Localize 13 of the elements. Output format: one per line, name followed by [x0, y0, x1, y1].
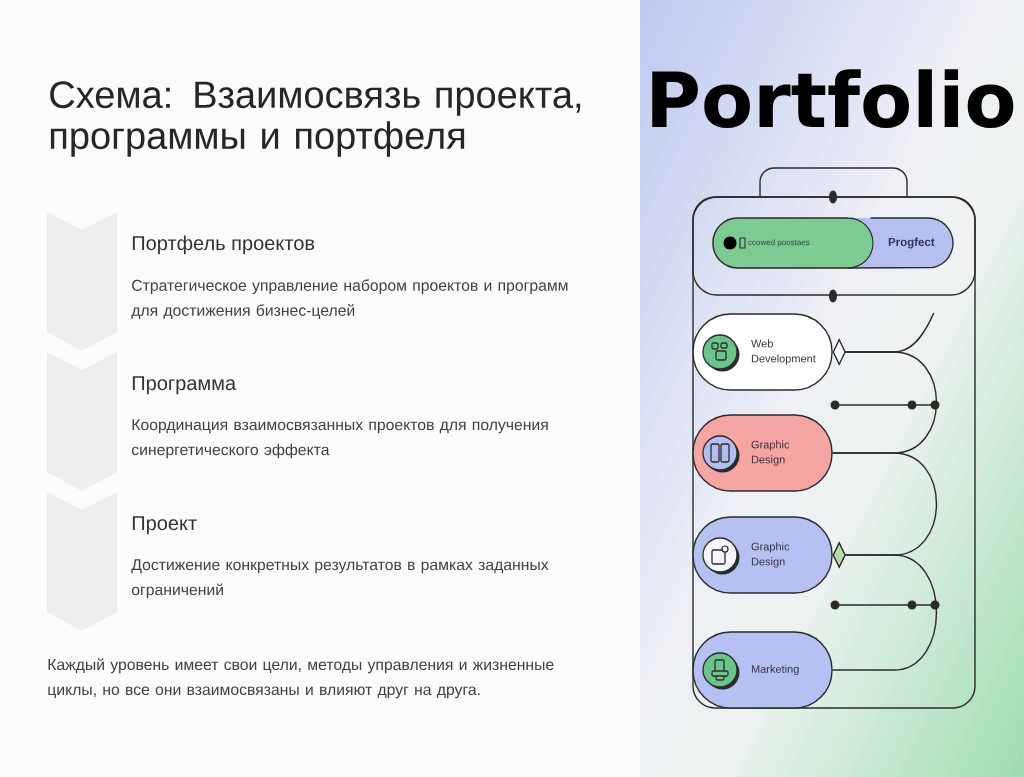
headline: Portfolio: [652, 69, 1014, 129]
connector: [832, 312, 935, 366]
heading: Программа: [132, 376, 237, 395]
paragraph: Каждый уровень имеет свои цели, методы управления и жизненные циклы, но все они взаимосвязаны и влияют друг на друга.: [48, 658, 554, 699]
heading: Портфель проектов: [132, 235, 315, 255]
body-text: Стратегическое управление набором проектов и программ для достижения бизнес-целей: [131, 279, 568, 319]
title: Схема: Взаимосвязь проекта, программы и портфеля: [50, 81, 581, 157]
body-text: Координация взаимосвязанных проектов для получения синергетического эффекта: [131, 419, 548, 459]
heading: Проект: [132, 516, 197, 535]
pill-segment: Progfect: [847, 217, 954, 269]
pill-segment: ccowed poostaes: [712, 217, 874, 269]
body-text: Достижение конкретных результатов в рамках заданных ограничений: [131, 559, 549, 599]
frame-box: [692, 196, 976, 296]
